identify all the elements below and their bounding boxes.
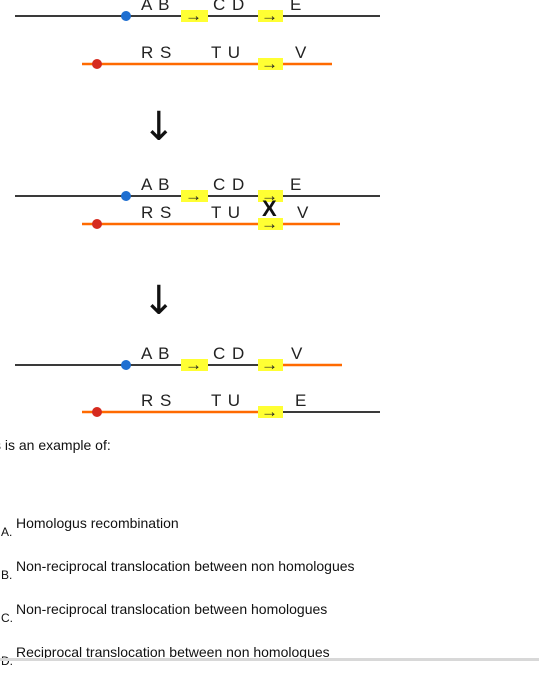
gene-label: R S (141, 43, 172, 62)
marker-box (181, 10, 208, 22)
marker-box (258, 406, 283, 418)
option-text: Reciprocal translocation between non hom… (16, 644, 330, 660)
option-letter: B. (1, 568, 13, 582)
option-letter: D. (1, 654, 13, 668)
red-centromere (92, 219, 102, 229)
option-a[interactable]: A. Homologus recombination (0, 515, 539, 545)
marker-arrow: → (185, 355, 203, 374)
option-letter: C. (1, 611, 13, 625)
gene-label: V (297, 203, 309, 222)
gene-label: V (295, 43, 307, 62)
red-centromere (92, 407, 102, 417)
gene-label: E (290, 175, 302, 194)
marker-box (258, 10, 283, 22)
gene-label: C D (213, 175, 245, 194)
marker-arrow: → (185, 186, 203, 205)
blue-centromere (121, 11, 131, 21)
gene-label: C D (213, 344, 245, 363)
option-c[interactable]: C. Non-reciprocal translocation between … (0, 601, 539, 631)
gene-label: T U (211, 203, 241, 222)
gene-label: R S (141, 203, 172, 222)
marker-box (181, 359, 208, 371)
gene-label: E (295, 391, 307, 410)
blue-centromere (121, 191, 131, 201)
panel-3: → → A B C D V → R S T U E (15, 344, 380, 421)
marker-arrow: → (261, 214, 279, 233)
marker-arrow: → (185, 6, 203, 25)
translocation-diagram: → → A B C D E → R S T U V ↓ → → A B C D … (15, 0, 380, 421)
marker-arrow: → (261, 54, 279, 73)
blue-centromere (121, 360, 131, 370)
gene-label: A B (141, 175, 170, 194)
gene-label: R S (141, 391, 172, 410)
gene-label: A B (141, 344, 170, 363)
marker-box (258, 58, 283, 70)
marker-arrow: → (261, 186, 279, 205)
gene-label: E (290, 0, 302, 14)
crossover-mark: X (262, 196, 277, 221)
panel-1: → → A B C D E → R S T U V (15, 0, 380, 73)
red-centromere (92, 59, 102, 69)
marker-box (258, 190, 283, 202)
option-letter: A. (1, 525, 13, 539)
marker-arrow: → (261, 355, 279, 374)
question-text: s is an example of: (0, 437, 111, 453)
marker-box (258, 359, 283, 371)
marker-arrow: → (261, 6, 279, 25)
option-b[interactable]: B. Non-reciprocal translocation between … (0, 558, 539, 588)
down-arrow-icon: ↓ (142, 104, 176, 150)
gene-label: C D (213, 0, 245, 14)
gene-label: V (291, 344, 303, 363)
page-bottom-divider (0, 658, 539, 661)
marker-box (181, 190, 208, 202)
gene-label: A B (141, 0, 170, 14)
marker-box (258, 218, 283, 230)
gene-label: T U (211, 43, 241, 62)
option-text: Homologus recombination (16, 515, 179, 531)
panel-2: → → A B C D E → R S T U V X (15, 175, 380, 233)
marker-arrow: → (261, 402, 279, 421)
gene-label: T U (211, 391, 241, 410)
option-text: Non-reciprocal translocation between non… (16, 558, 355, 574)
down-arrow-icon: ↓ (142, 278, 176, 324)
option-text: Non-reciprocal translocation between hom… (16, 601, 328, 617)
